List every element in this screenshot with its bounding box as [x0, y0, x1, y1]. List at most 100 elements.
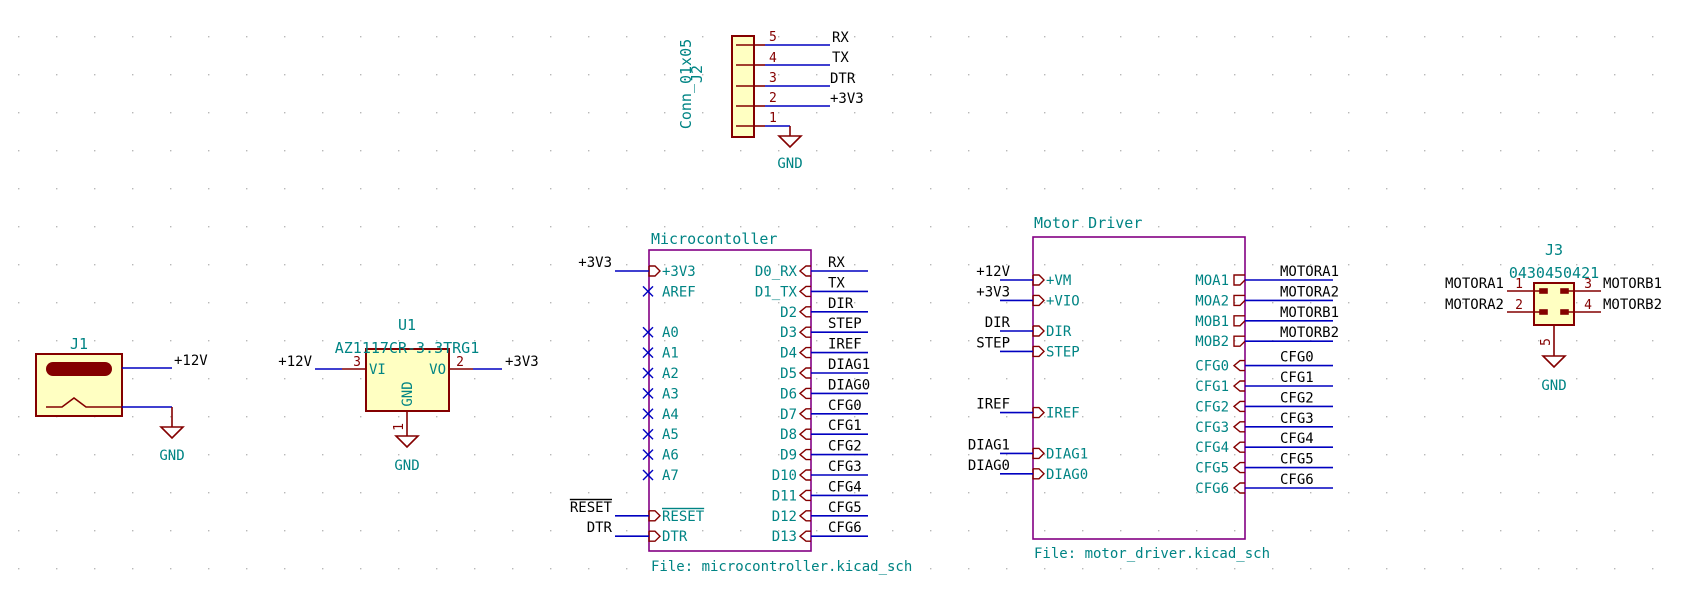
- net-label-cfg1[interactable]: CFG1: [1280, 370, 1314, 386]
- net-label-motora2[interactable]: MOTORA2: [1280, 284, 1339, 300]
- net-label-diag0[interactable]: DIAG0: [968, 458, 1010, 474]
- net-label-diag0[interactable]: DIAG0: [828, 377, 870, 393]
- net-label-motorb1[interactable]: MOTORB1: [1280, 305, 1339, 321]
- u1-reference: U1: [398, 316, 416, 334]
- no-connect-icon: [642, 347, 654, 359]
- net-label-12v[interactable]: +12V: [976, 264, 1010, 280]
- mcu-pin-d4: D4: [780, 346, 797, 362]
- mcu-pin-d13: D13: [772, 529, 797, 545]
- net-label-cfg3[interactable]: CFG3: [1280, 411, 1314, 427]
- motor-pin-step: STEP: [1046, 344, 1080, 360]
- net-label-3v3[interactable]: +3V3: [578, 255, 612, 271]
- net-label-3v3[interactable]: +3V3: [830, 91, 864, 107]
- net-label-motorb1[interactable]: MOTORB1: [1603, 276, 1662, 292]
- net-label-rx[interactable]: RX: [832, 30, 849, 46]
- connector-j2[interactable]: 5 4 3 2 1 RX TX DTR +3V3 J2 Conn_01x05 G…: [677, 30, 864, 172]
- net-label-dtr[interactable]: DTR: [587, 520, 613, 536]
- mcu-pin-d3: D3: [780, 325, 797, 341]
- j3-reference: J3: [1545, 241, 1563, 259]
- net-label-dir[interactable]: DIR: [985, 315, 1011, 331]
- net-label-cfg0[interactable]: CFG0: [1280, 350, 1314, 366]
- motor-pin-mob1: MOB1: [1195, 314, 1229, 330]
- sheet-pin-input-icon: [1232, 441, 1245, 453]
- j2-pin-number: 3: [769, 71, 777, 86]
- net-label-rx[interactable]: RX: [828, 255, 845, 271]
- net-label-12v[interactable]: +12V: [278, 354, 312, 370]
- sheet-pin-input-icon: [798, 265, 811, 277]
- net-label-motora1[interactable]: MOTORA1: [1280, 264, 1339, 280]
- net-label-cfg1[interactable]: CFG1: [828, 418, 862, 434]
- sheet-pin-output-icon: [1233, 335, 1246, 347]
- mcu-pin-d6: D6: [780, 386, 797, 402]
- net-label-motora1[interactable]: MOTORA1: [1445, 276, 1504, 292]
- mcu-pin-a2: A2: [662, 366, 679, 382]
- j2-pin-number: 1: [769, 111, 777, 126]
- net-label-tx[interactable]: TX: [832, 50, 849, 66]
- net-label-step[interactable]: STEP: [828, 316, 862, 332]
- regulator-u1[interactable]: U1 AZ1117CR-3.3TRG1 VI VO GND 3 2 1 +12V…: [278, 316, 538, 474]
- mcu-pin-a1: A1: [662, 346, 679, 362]
- sheet-motor-driver[interactable]: Motor Driver File: motor_driver.kicad_sc…: [968, 214, 1339, 562]
- motor-pin-moa1: MOA1: [1195, 273, 1229, 289]
- net-label-cfg2[interactable]: CFG2: [828, 439, 862, 455]
- motor-pin-mob2: MOB2: [1195, 334, 1229, 350]
- j2-pin-number: 5: [769, 30, 777, 45]
- motor-sheet-file: File: motor_driver.kicad_sch: [1034, 546, 1270, 562]
- net-label-cfg4[interactable]: CFG4: [1280, 431, 1314, 447]
- connector-j3[interactable]: J3 0430450421 1 2 3 4 5 MOTORA1 MOTORA2 …: [1445, 241, 1662, 394]
- j2-gnd-label: GND: [777, 156, 802, 172]
- j3-gnd-symbol: [1541, 355, 1567, 369]
- j3-value: 0430450421: [1509, 264, 1599, 282]
- net-label-motorb2[interactable]: MOTORB2: [1280, 325, 1339, 341]
- net-label-iref[interactable]: IREF: [976, 397, 1010, 413]
- net-label-cfg6[interactable]: CFG6: [828, 520, 862, 536]
- net-label-cfg3[interactable]: CFG3: [828, 459, 862, 475]
- net-label-iref[interactable]: IREF: [828, 337, 862, 353]
- u1-value: AZ1117CR-3.3TRG1: [335, 339, 480, 357]
- barrel-jack-j1[interactable]: J1 +12V GND: [35, 335, 208, 464]
- mcu-pin-a5: A5: [662, 427, 679, 443]
- sheet-pin-output-icon: [1233, 274, 1246, 286]
- net-label-reset[interactable]: RESET: [570, 500, 613, 516]
- sheet-pin-input-icon: [1032, 274, 1045, 286]
- sheet-pin-input-icon: [1232, 461, 1245, 474]
- mcu-pin-aref: AREF: [662, 284, 696, 300]
- motor-sheet-name: Motor Driver: [1034, 214, 1142, 232]
- net-label-3v3[interactable]: +3V3: [976, 284, 1010, 300]
- net-label-12v[interactable]: +12V: [174, 353, 208, 369]
- net-label-step[interactable]: STEP: [976, 335, 1010, 351]
- motor-pin-dir: DIR: [1046, 324, 1072, 340]
- net-label-diag1[interactable]: DIAG1: [828, 357, 870, 373]
- j1-gnd-label: GND: [159, 448, 184, 464]
- j3-pin-number: 3: [1584, 277, 1592, 292]
- net-label-motora2[interactable]: MOTORA2: [1445, 297, 1504, 313]
- mcu-pin-a7: A7: [662, 468, 679, 484]
- j2-value: Conn_01x05: [677, 39, 695, 129]
- j1-reference: J1: [70, 335, 88, 353]
- sheet-pin-input-icon: [1032, 325, 1045, 337]
- mcu-pin-d9: D9: [780, 448, 797, 464]
- sheet-pin-input-icon: [1232, 421, 1245, 433]
- net-label-3v3[interactable]: +3V3: [505, 354, 539, 370]
- net-label-diag1[interactable]: DIAG1: [968, 437, 1010, 453]
- net-label-cfg4[interactable]: CFG4: [828, 479, 862, 495]
- net-label-cfg5[interactable]: CFG5: [828, 500, 862, 516]
- net-label-tx[interactable]: TX: [828, 275, 845, 291]
- net-label-dir[interactable]: DIR: [828, 296, 854, 312]
- net-label-dtr[interactable]: DTR: [830, 71, 856, 87]
- mcu-sheet-name: Microcontoller: [651, 230, 777, 248]
- motor-pin-cfg0: CFG0: [1195, 359, 1229, 375]
- motor-pin-cfg4: CFG4: [1195, 440, 1229, 456]
- net-label-cfg2[interactable]: CFG2: [1280, 390, 1314, 406]
- mcu-pin-a6: A6: [662, 448, 679, 464]
- no-connect-icon: [642, 428, 654, 440]
- motor-pin-diag0: DIAG0: [1046, 467, 1088, 483]
- net-label-motorb2[interactable]: MOTORB2: [1603, 297, 1662, 313]
- net-label-cfg5[interactable]: CFG5: [1280, 452, 1314, 468]
- sheet-pin-input-icon: [1232, 359, 1245, 372]
- sheet-microcontroller[interactable]: Microcontoller File: microcontroller.kic…: [570, 230, 912, 575]
- net-label-cfg6[interactable]: CFG6: [1280, 472, 1314, 488]
- mcu-pin-a3: A3: [662, 386, 679, 402]
- net-label-cfg0[interactable]: CFG0: [828, 398, 862, 414]
- mcu-sheet-box: [648, 249, 812, 552]
